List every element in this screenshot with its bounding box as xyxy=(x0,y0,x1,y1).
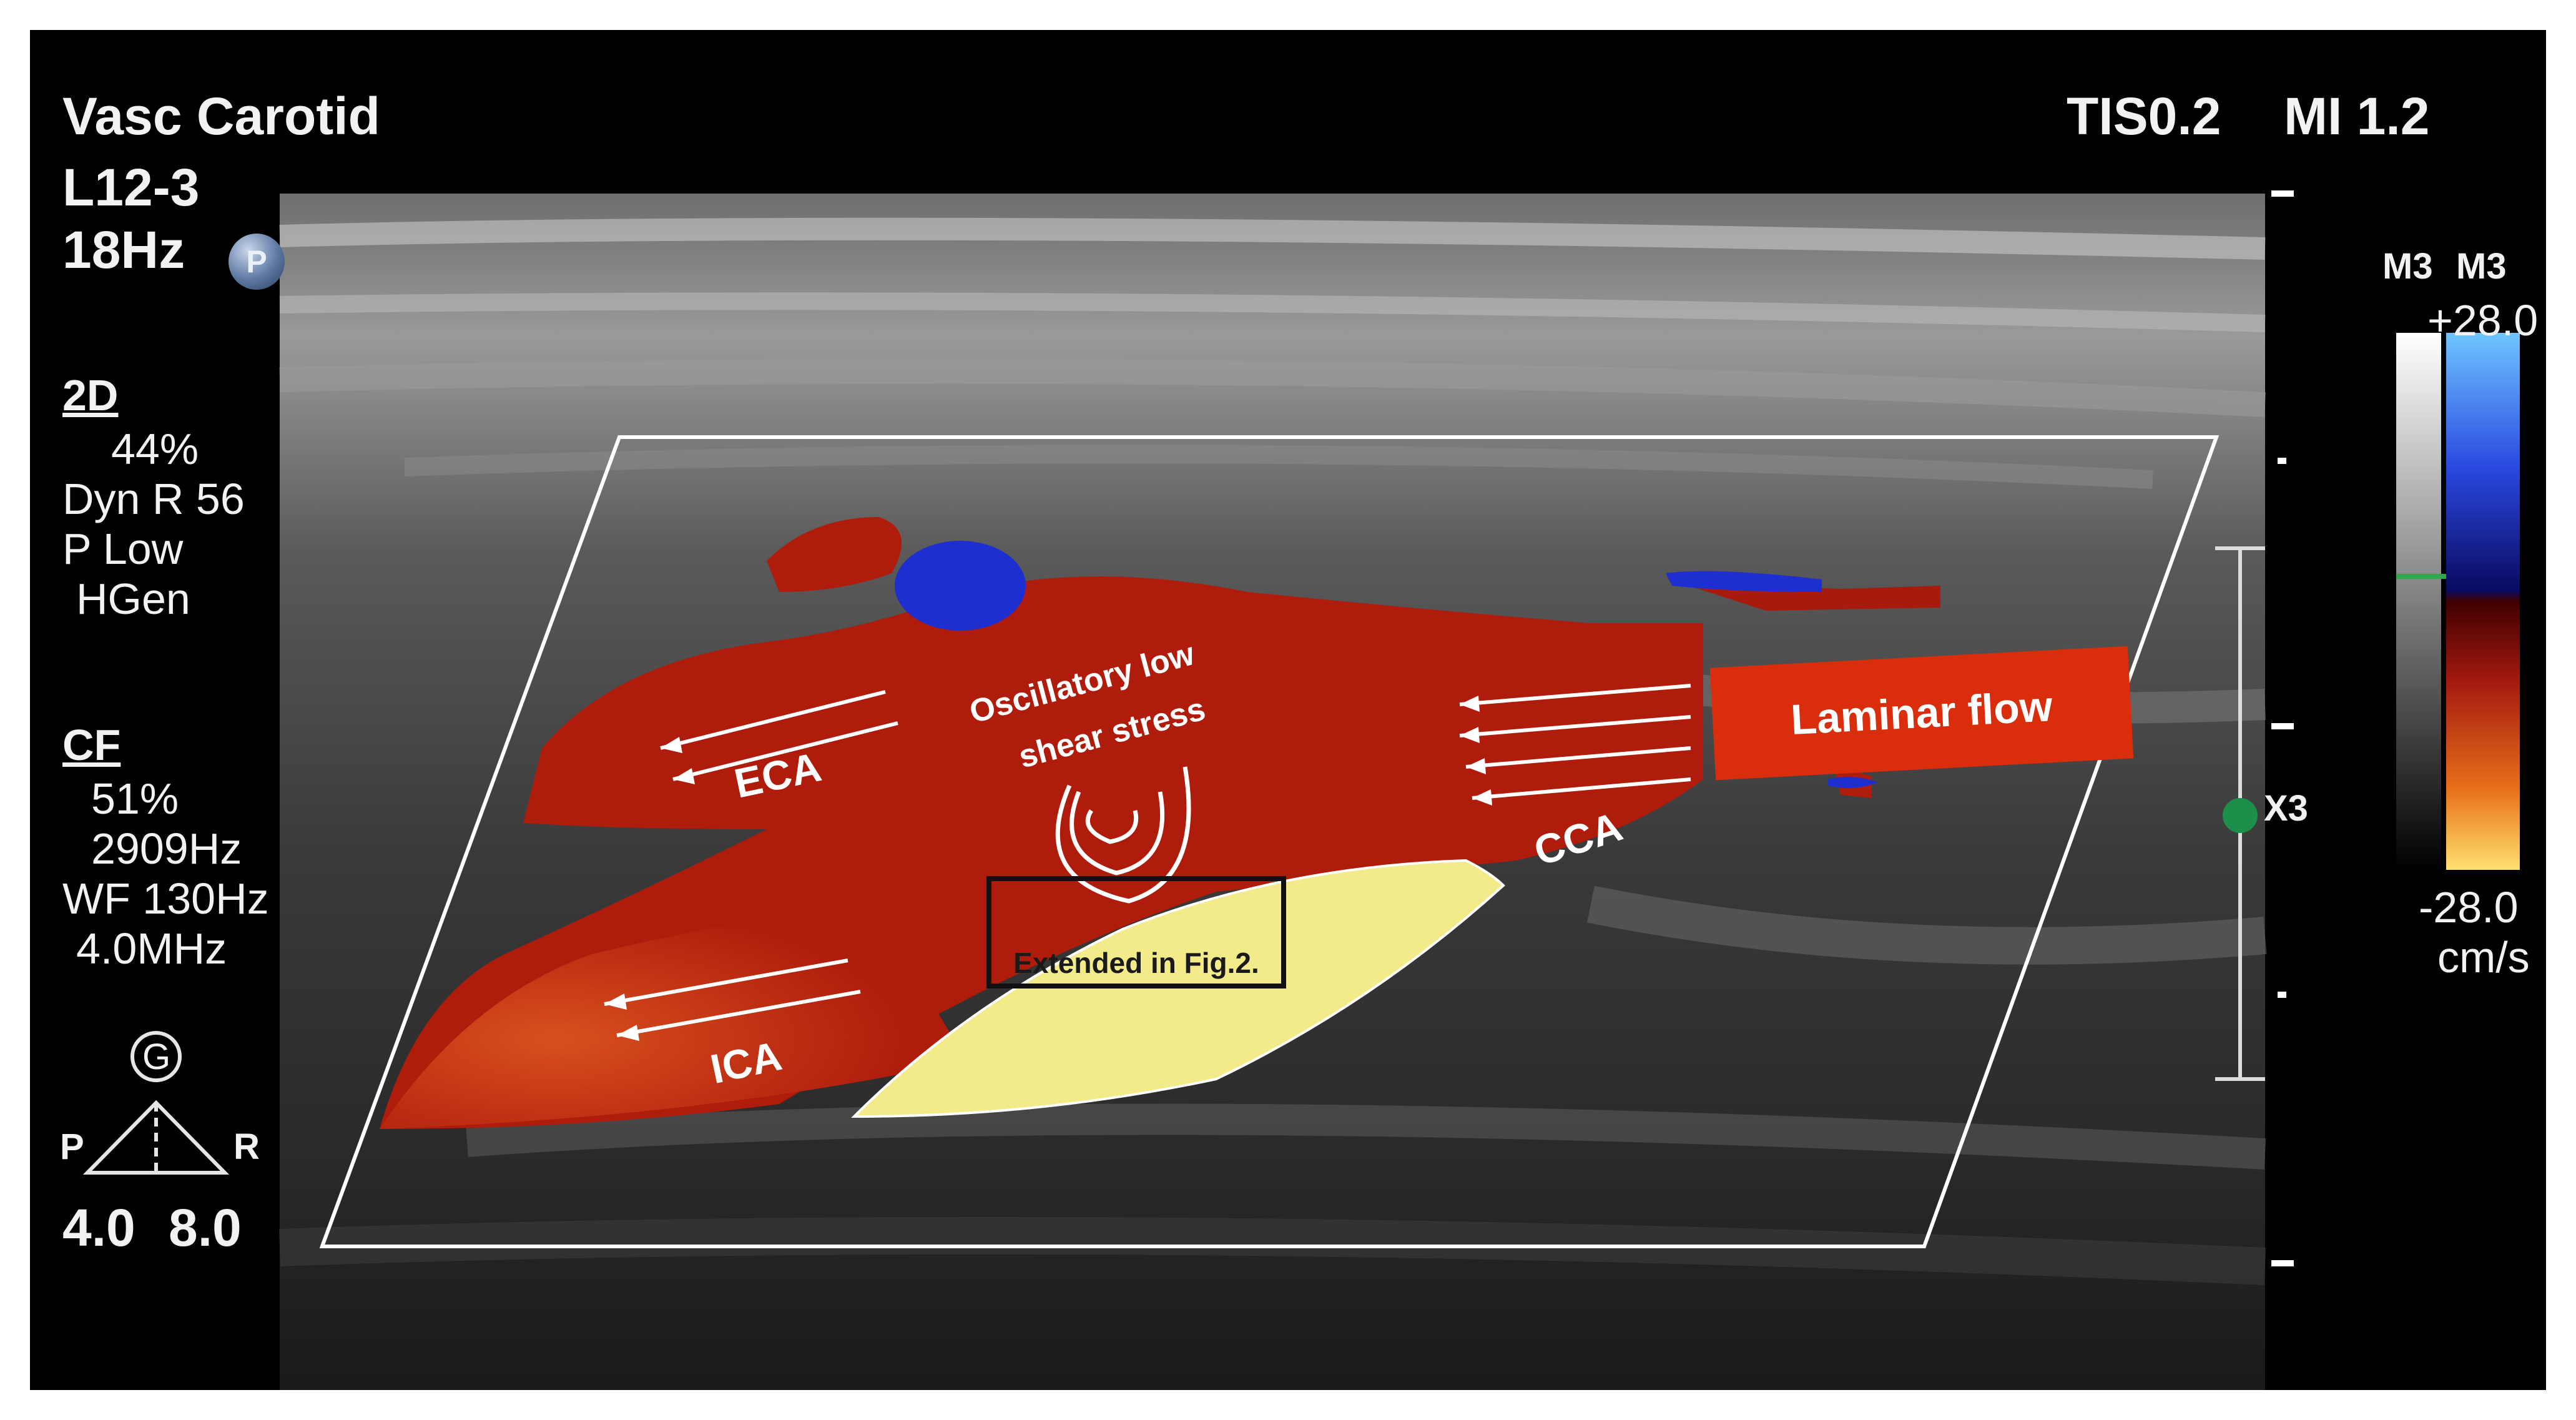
color-map-right: M3 xyxy=(2456,246,2507,287)
oscillatory-swirl xyxy=(1055,766,1191,904)
color-scale-max: +28.0 xyxy=(2427,296,2539,345)
tissue-streaks xyxy=(278,217,2267,1285)
color-flow-wall-filter: WF 130Hz xyxy=(62,874,269,923)
preset-badge-icon: P xyxy=(229,234,285,290)
color-scale-unit: cm/s xyxy=(2437,933,2530,982)
vessel-flow xyxy=(380,517,1940,1129)
mode-2d-dynamic-range: Dyn R 56 xyxy=(62,475,245,523)
ultrasound-screen: Vasc Carotid L12-3 18Hz P 2D 44% Dyn R 5… xyxy=(30,30,2546,1390)
laminar-flow-label: Laminar flow xyxy=(1709,646,2134,781)
ultrasound-image xyxy=(82,190,2520,1390)
focus-g-label: G xyxy=(142,1037,171,1077)
color-scale-min: -28.0 xyxy=(2419,883,2519,932)
frame-rate-label: 18Hz xyxy=(62,220,185,279)
plaque xyxy=(851,859,1505,1118)
focus-right-label: R xyxy=(234,1127,260,1167)
mechanical-index: MI 1.2 xyxy=(2284,87,2430,145)
mode-2d-gain: 44% xyxy=(111,425,199,473)
focus-triangle-icon xyxy=(82,1031,230,1175)
flow-arrows xyxy=(604,684,1691,1041)
preset-label: Vasc Carotid xyxy=(62,87,380,145)
color-flow-prf: 2909Hz xyxy=(91,824,242,873)
mode-2d-title: 2D xyxy=(62,371,119,420)
extended-region-box: Extended in Fig.2. xyxy=(986,876,1286,989)
depth-ticks xyxy=(2271,190,2294,1266)
focus-value-right: 8.0 xyxy=(169,1198,242,1257)
probe-label: L12-3 xyxy=(62,158,200,217)
mode-2d-frequency-mode: HGen xyxy=(76,574,190,623)
focus-value-left: 4.0 xyxy=(62,1198,135,1257)
thermal-index: TIS0.2 xyxy=(2067,87,2221,145)
color-doppler-box xyxy=(319,435,2220,1248)
mode-2d-power: P Low xyxy=(62,525,184,573)
color-bar xyxy=(2396,333,2520,870)
color-flow-gain: 51% xyxy=(91,774,179,823)
zoom-label: X3 xyxy=(2264,788,2308,829)
color-flow-title: CF xyxy=(62,721,121,769)
color-map-left: M3 xyxy=(2382,246,2433,287)
color-flow-frequency: 4.0MHz xyxy=(76,924,227,973)
focus-marker xyxy=(2223,798,2258,833)
focus-left-label: P xyxy=(60,1127,84,1167)
